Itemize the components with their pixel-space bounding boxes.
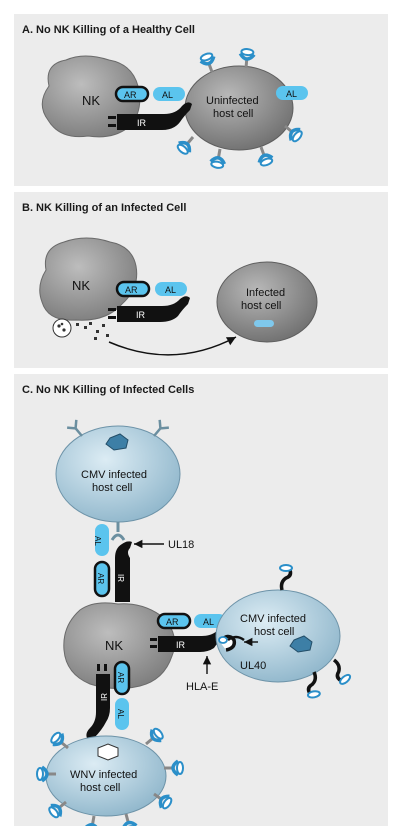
ul18-molecule xyxy=(110,522,126,541)
ir-receptor-right xyxy=(158,628,226,652)
al-bottom-label: AL xyxy=(116,709,125,719)
ir-top-label: IR xyxy=(116,574,125,582)
ar-right-label: AR xyxy=(166,617,179,627)
cmv-right-label-line2: host cell xyxy=(254,626,294,638)
panel-b-title: B. NK Killing of an Infected Cell xyxy=(22,202,187,214)
panel-a: A. No NK Killing of a Healthy Cell NK Un… xyxy=(14,14,388,186)
ar-bottom-label: AR xyxy=(116,672,125,683)
cmv-top-label-line2: host cell xyxy=(92,482,132,494)
al-right-label: AL xyxy=(203,617,214,627)
ir-receptor xyxy=(117,296,190,322)
ar-receptor-top xyxy=(93,560,111,598)
cmv-virus-particle-top xyxy=(105,433,129,451)
al-top-label: AL xyxy=(93,536,102,546)
panel-c: C. No NK Killing of Infected Cells CMV i… xyxy=(14,374,388,826)
wnv-label-line1: WNV infected xyxy=(70,769,137,781)
infected-host-cell xyxy=(216,261,318,343)
wnv-label-line2: host cell xyxy=(80,782,120,794)
host-label-line2: host cell xyxy=(241,300,281,312)
al-right-label: AL xyxy=(286,89,297,99)
cmv-right-label-line1: CMV infected xyxy=(240,613,306,625)
ar-receptor-right xyxy=(156,612,192,630)
al-label: AL xyxy=(162,90,173,100)
al-ligand-top xyxy=(95,524,109,556)
ir-label: IR xyxy=(136,310,146,320)
ar-label: AR xyxy=(124,90,137,100)
nk-label: NK xyxy=(82,93,100,108)
ir-bottom-label: IR xyxy=(100,693,109,701)
al-ligand-right xyxy=(276,86,308,100)
ar-receptor xyxy=(114,85,150,103)
cmv-top-label-line1: CMV infected xyxy=(81,469,147,481)
ul40-peptide xyxy=(227,635,245,642)
hla-e-label: HLA-E xyxy=(186,681,218,693)
ir-right-label: IR xyxy=(176,640,186,650)
ul40-label: UL40 xyxy=(240,660,266,672)
ar-label: AR xyxy=(125,285,138,295)
panel-b: B. NK Killing of an Infected Cell NK Inf… xyxy=(14,192,388,368)
killing-arrow xyxy=(108,336,237,356)
al-ligand xyxy=(155,282,187,296)
cmv-virus-particle-right xyxy=(289,635,313,653)
cmv-infected-host-cell-right xyxy=(215,589,341,683)
al-ligand-bottom xyxy=(115,698,129,730)
panel-a-diagram: NK Uninfected host cell AR AL AL IR xyxy=(41,46,308,171)
ul18-label: UL18 xyxy=(168,539,194,551)
panel-b-diagram: NK Infected host cell AR AL IR xyxy=(39,237,318,356)
al-label: AL xyxy=(165,285,176,295)
ir-receptor xyxy=(117,102,192,130)
nk-cell xyxy=(63,602,176,690)
ar-receptor-bottom xyxy=(113,660,131,696)
panel-c-title: C. No NK Killing of Infected Cells xyxy=(22,384,195,396)
host-label-line1: Uninfected xyxy=(206,95,259,107)
panel-a-title: A. No NK Killing of a Healthy Cell xyxy=(22,24,195,36)
nk-label: NK xyxy=(72,278,90,293)
granule-vesicle xyxy=(52,318,72,338)
ir-receptor-top xyxy=(115,541,132,602)
wnv-virus-particle xyxy=(97,743,119,761)
granules xyxy=(57,322,109,340)
al-ligand xyxy=(153,87,185,101)
ar-receptor xyxy=(115,280,151,298)
host-label-line1: Infected xyxy=(246,287,285,299)
ir-receptor-bottom xyxy=(86,674,110,740)
panel-c-diagram: CMV infected host cell UL18 AL AR IR NK … xyxy=(35,418,354,826)
viral-particle xyxy=(254,320,274,327)
nk-label: NK xyxy=(105,638,123,653)
ir-label: IR xyxy=(137,118,147,128)
ar-top-label: AR xyxy=(96,573,105,584)
host-label-line2: host cell xyxy=(213,108,253,120)
